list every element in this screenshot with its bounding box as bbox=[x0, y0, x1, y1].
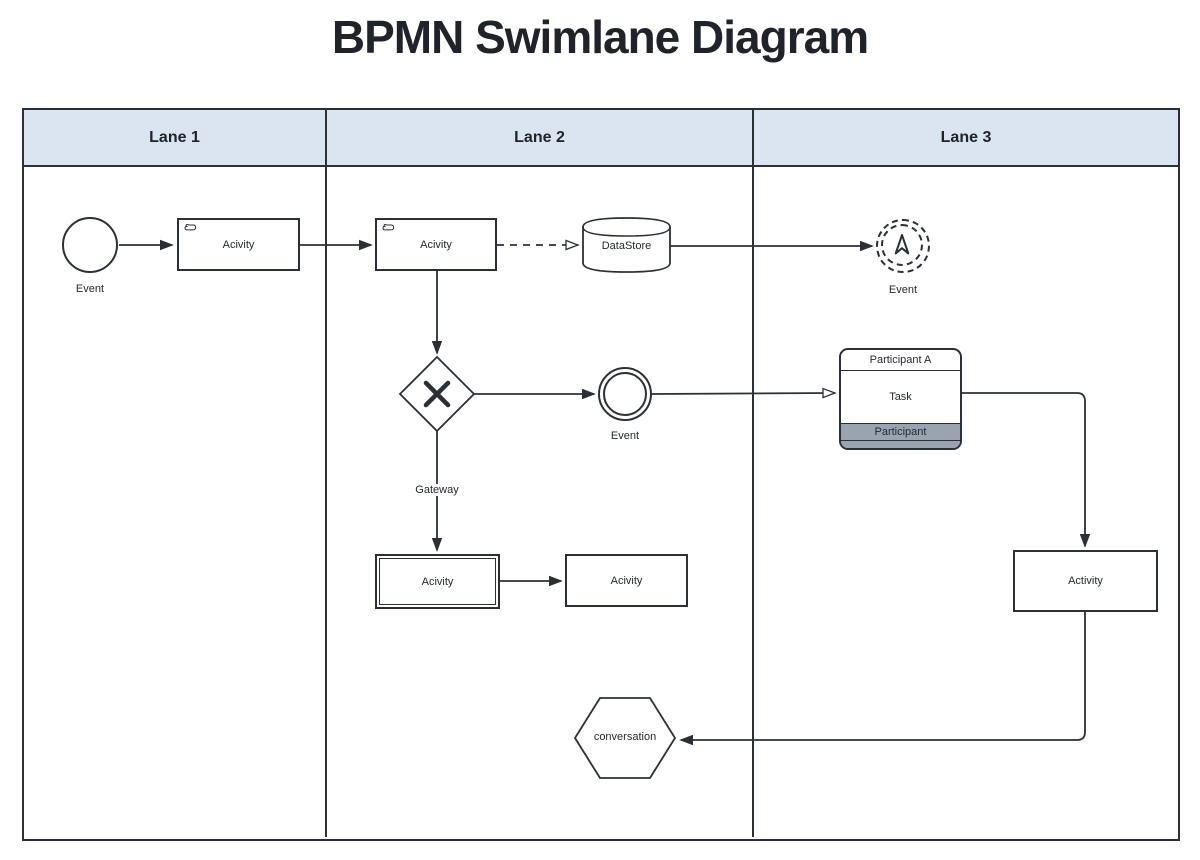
activity-label: Activity bbox=[1068, 575, 1103, 587]
link-event-label: Event bbox=[888, 284, 918, 296]
lane-header-lane-3: Lane 3 bbox=[940, 128, 992, 146]
diagram-title: BPMN Swimlane Diagram bbox=[331, 11, 869, 63]
participant-row: Participant bbox=[841, 424, 960, 441]
datastore-label: DataStore bbox=[601, 240, 652, 252]
lane-header-lane-1: Lane 1 bbox=[149, 128, 200, 146]
manual-task-hand-icon bbox=[382, 223, 395, 231]
navigation-arrow-icon bbox=[894, 234, 910, 255]
subprocess-inner-border: Acivity bbox=[379, 558, 496, 605]
link-event-circle bbox=[876, 219, 930, 273]
activity-node-lane1: Acivity bbox=[177, 218, 300, 271]
participant-box: Participant A Task Participant bbox=[839, 348, 962, 450]
activity-label: Acivity bbox=[222, 238, 255, 251]
activity-label: Acivity bbox=[610, 574, 643, 587]
subprocess-node: Acivity bbox=[375, 554, 500, 609]
end-event-inner-ring bbox=[603, 372, 647, 416]
end-event-circle bbox=[598, 367, 652, 421]
end-event-label: Event bbox=[610, 430, 640, 442]
lane-header-row bbox=[24, 110, 1178, 167]
activity-label: Acivity bbox=[420, 238, 452, 251]
participant-bottom-strip bbox=[841, 441, 960, 448]
lane-divider-2 bbox=[752, 110, 754, 837]
start-event-label: Event bbox=[75, 283, 105, 295]
activity-node-lane2: Acivity bbox=[375, 218, 497, 271]
activity-node-lane2b: Acivity bbox=[565, 554, 688, 607]
participant-task-cell: Task bbox=[841, 371, 960, 424]
gateway-label: Gateway bbox=[397, 484, 477, 496]
subprocess-label: Acivity bbox=[421, 575, 454, 588]
participant-header: Participant A bbox=[841, 350, 960, 371]
start-event-circle bbox=[62, 217, 118, 273]
manual-task-hand-icon bbox=[184, 223, 197, 231]
conversation-label: conversation bbox=[593, 731, 657, 743]
lane-header-lane-2: Lane 2 bbox=[514, 128, 565, 146]
activity-node-lane3: Activity bbox=[1013, 550, 1158, 612]
pool-border bbox=[22, 108, 1180, 841]
lane-divider-1 bbox=[325, 110, 327, 837]
